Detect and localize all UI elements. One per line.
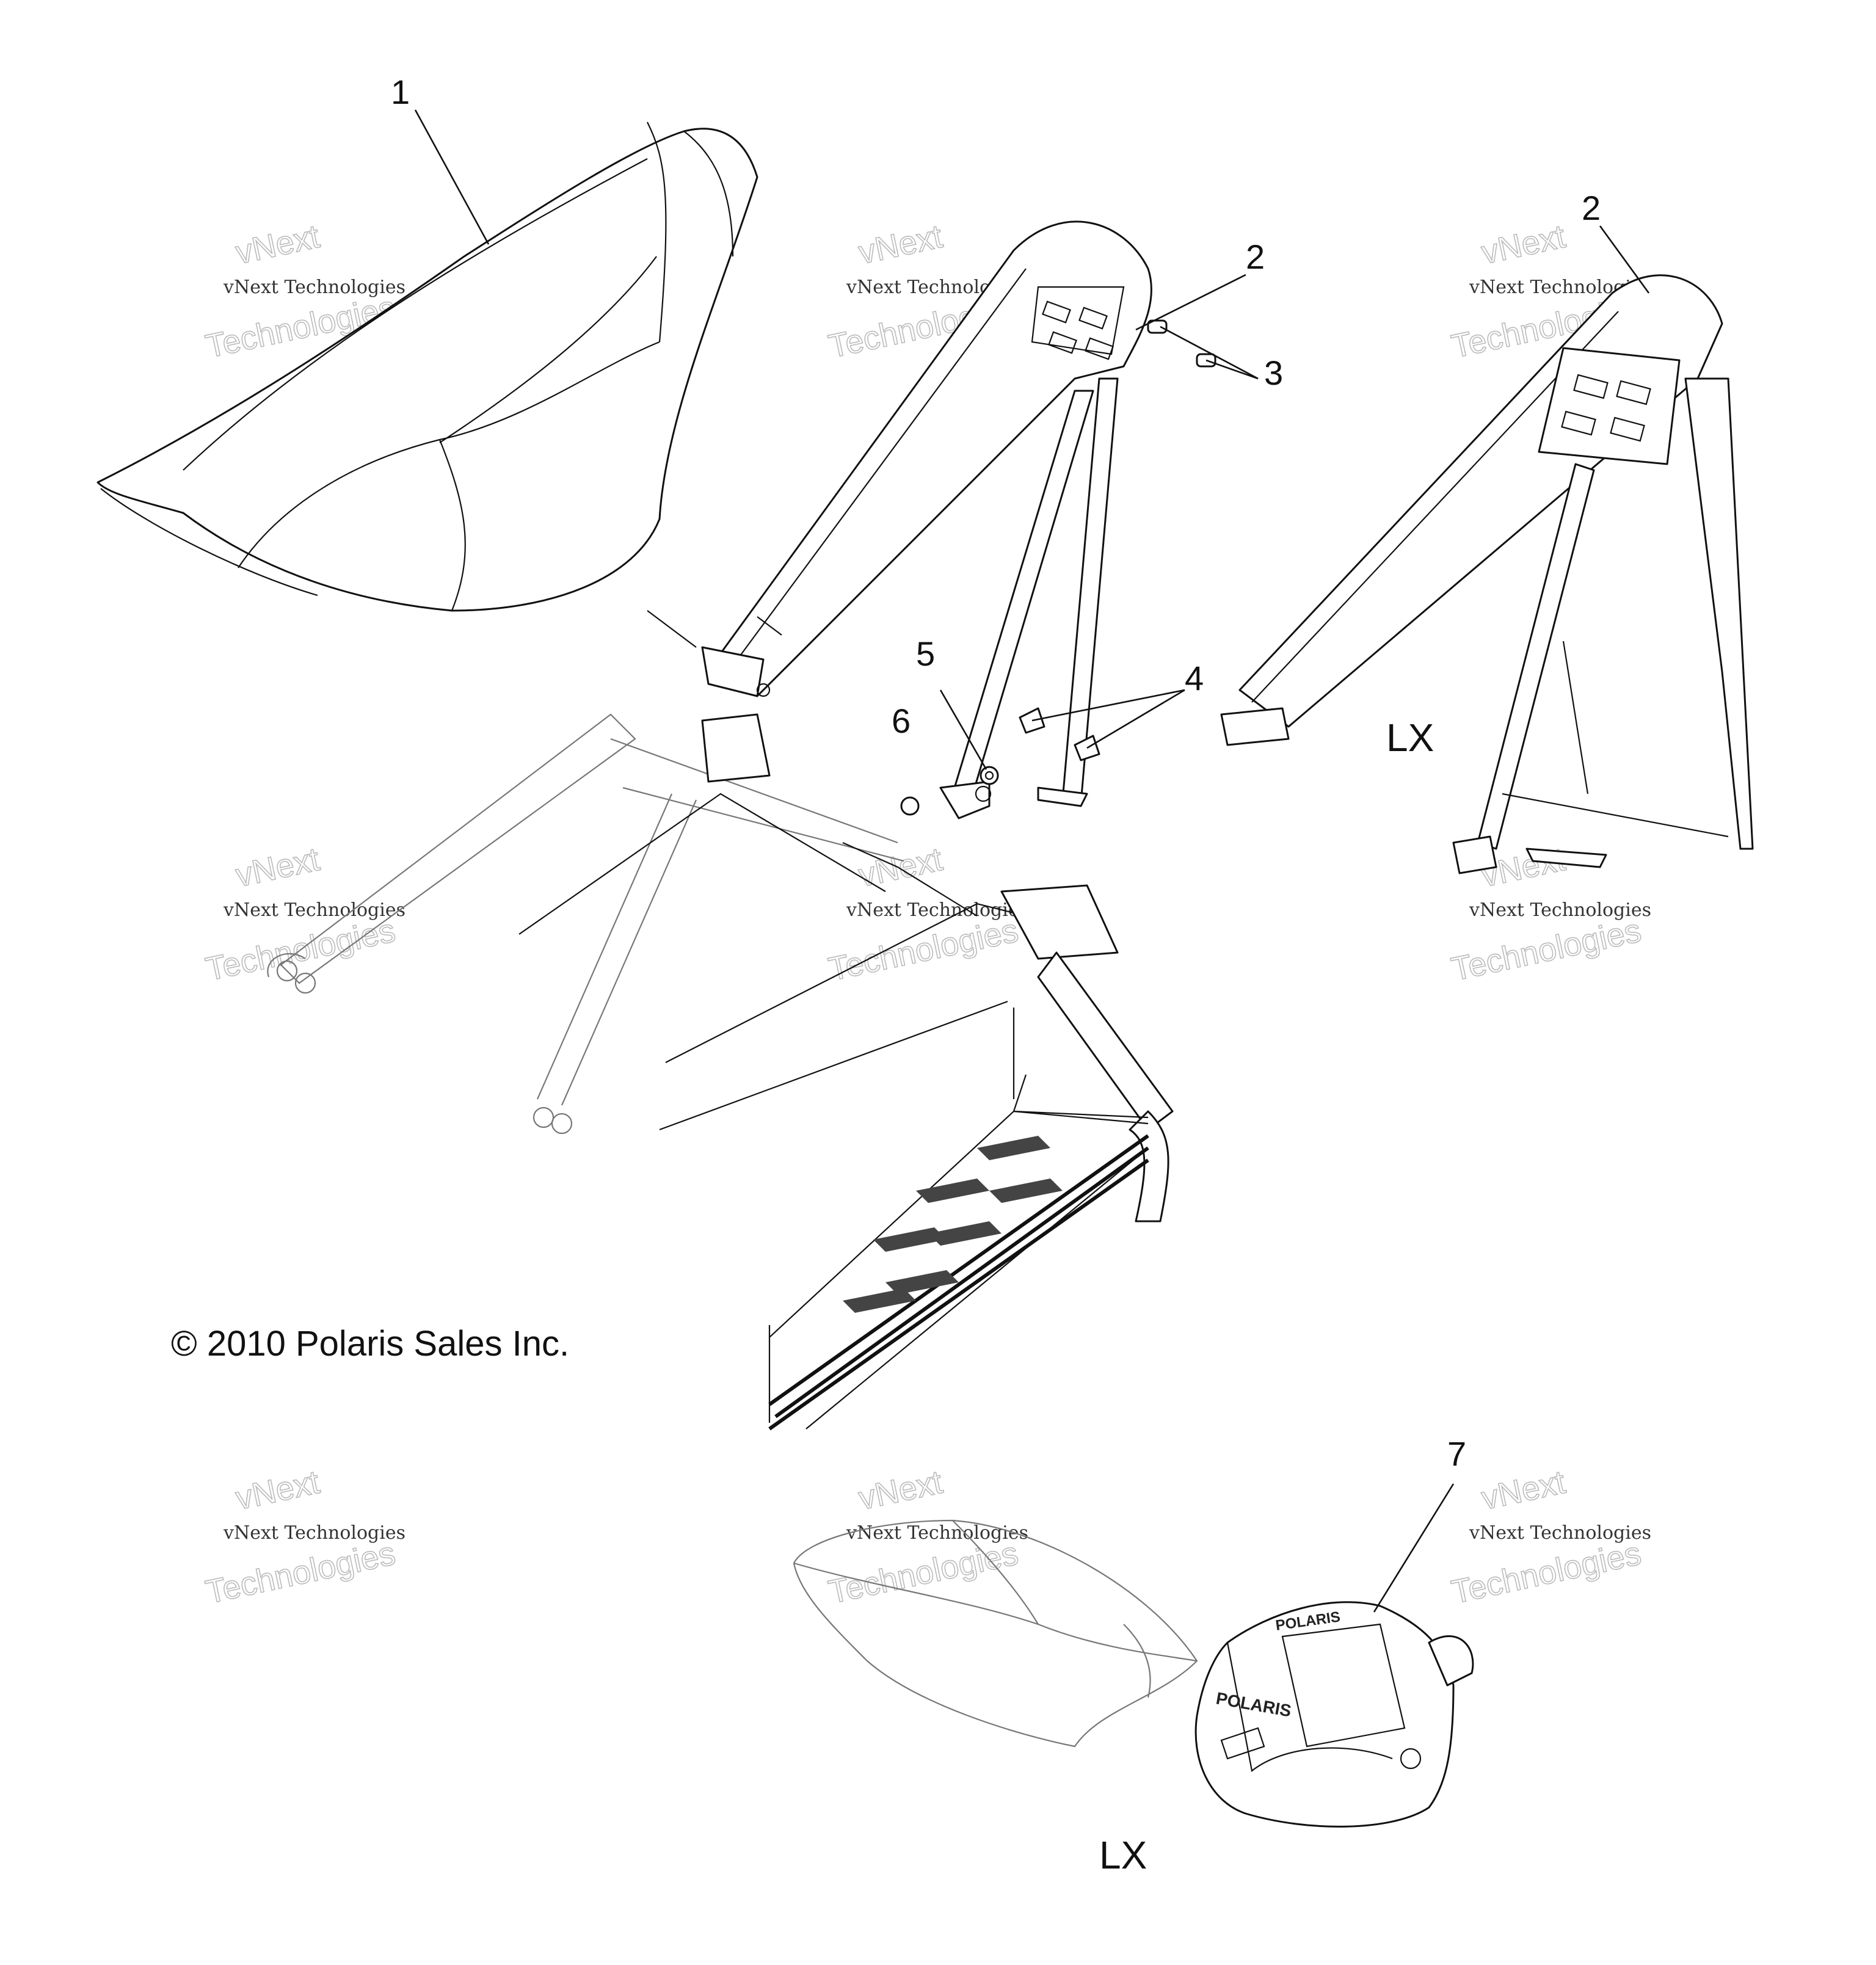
rack-part-2[interactable] (701, 220, 1152, 819)
watermark-text: Technologies (826, 1535, 1022, 1611)
callout-2: 2 (1246, 238, 1265, 276)
watermark: vNext vNext Technologies Technologies (202, 1463, 405, 1611)
running-board (768, 1110, 1149, 1431)
watermark-text: vNext (856, 218, 946, 271)
watermark-text: Technologies (1449, 912, 1645, 988)
watermark-text: vNext Technologies (223, 899, 405, 921)
watermark-text: vNext Technologies (846, 1522, 1028, 1544)
rack-part-2-lx[interactable] (1220, 274, 1754, 874)
callout-3: 3 (1264, 354, 1283, 392)
watermark-text: Technologies (203, 1535, 399, 1611)
watermark-text: vNext (233, 218, 323, 271)
watermark: vNext vNext Technologies Technologies (202, 840, 405, 989)
variant-label-lx-bag: LX (1099, 1833, 1147, 1877)
seat-lx[interactable] (793, 1519, 1198, 1748)
watermark-text: Technologies (826, 912, 1022, 988)
watermark-text: vNext Technologies (1469, 1522, 1651, 1544)
watermark: vNext vNext Technologies Technologies (1448, 1463, 1651, 1611)
seat-part-1[interactable] (96, 122, 758, 612)
callout-2-lx: 2 (1582, 189, 1601, 227)
watermark-text: vNext (233, 1464, 323, 1517)
copyright-notice: © 2010 Polaris Sales Inc. (171, 1324, 569, 1364)
callout-6: 6 (892, 702, 911, 740)
callouts: 1 2 2 3 4 5 6 7 (391, 73, 1601, 1473)
callout-1: 1 (391, 73, 410, 111)
watermark-text: vNext (233, 841, 323, 894)
bag-part-7[interactable]: POLARIS POLARIS (1194, 1601, 1474, 1828)
watermark-text: vNext Technologies (223, 1522, 405, 1544)
bag-logo-icon (1400, 1748, 1422, 1770)
watermark-text: vNext Technologies (1469, 899, 1651, 921)
screw-part-3[interactable] (1147, 319, 1216, 368)
pin-bolt (647, 610, 782, 648)
nut-part-6[interactable] (900, 796, 920, 816)
watermark-text: vNext (1478, 218, 1569, 271)
watermark: vNext vNext Technologies Technologies (825, 1463, 1028, 1611)
watermark-text: vNext (1478, 1464, 1569, 1517)
watermark-text: vNext (856, 1464, 946, 1517)
callout-5: 5 (916, 634, 935, 673)
frame-assembly (267, 713, 1174, 1222)
leader-lines (414, 109, 1650, 1613)
washer-part-5[interactable] (980, 766, 999, 785)
callout-7: 7 (1447, 1434, 1466, 1473)
variant-label-lx-rack: LX (1386, 716, 1434, 760)
callout-4: 4 (1185, 659, 1204, 697)
watermark-text: vNext Technologies (223, 277, 405, 298)
watermark-text: vNext Technologies (846, 899, 1028, 921)
watermark-text: Technologies (1449, 1535, 1645, 1611)
watermark-text: vNext (856, 841, 946, 894)
